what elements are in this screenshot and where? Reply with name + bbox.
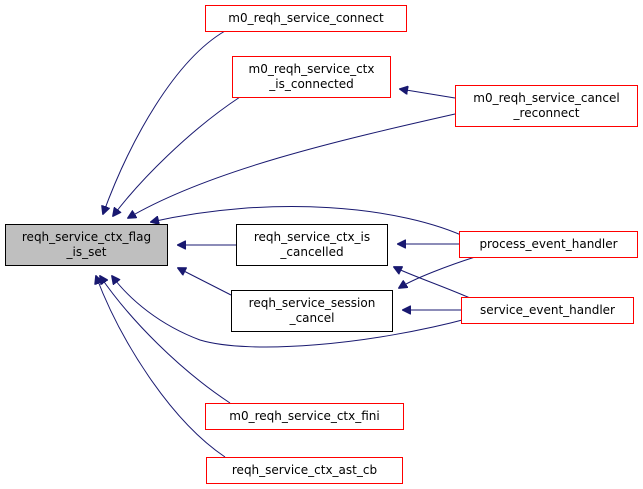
edge-service_event_handler-to-focus bbox=[112, 276, 471, 348]
edge-cancel_reconnect-to-ctx_is_connected bbox=[400, 89, 456, 99]
edge-ctx_ast_cb-to-focus bbox=[96, 276, 226, 458]
node-label: _cancel bbox=[289, 311, 335, 325]
edge-cancel_reconnect-to-focus bbox=[128, 113, 456, 218]
node-connect[interactable]: m0_reqh_service_connect bbox=[205, 5, 407, 32]
node-label: reqh_service_ctx_ast_cb bbox=[232, 463, 377, 477]
node-label: m0_reqh_service_ctx_fini bbox=[229, 409, 380, 423]
node-cancel-reconnect[interactable]: m0_reqh_service_cancel_reconnect bbox=[455, 85, 638, 127]
node-label: _is_set bbox=[66, 245, 107, 259]
node-focus: reqh_service_ctx_flag_is_set bbox=[5, 224, 168, 266]
node-box bbox=[461, 297, 634, 324]
node-ctx-ast-cb[interactable]: reqh_service_ctx_ast_cb bbox=[206, 457, 403, 484]
node-box bbox=[5, 224, 168, 266]
edge-connect-to-focus bbox=[103, 30, 226, 214]
node-label: _is_connected bbox=[268, 77, 353, 91]
edge-process_event_handler-to-session_cancel bbox=[399, 256, 476, 288]
node-session-cancel[interactable]: reqh_service_session_cancel bbox=[231, 290, 393, 332]
edge-process_event_handler-to-focus bbox=[151, 206, 471, 240]
edge-ctx_is_connected-to-focus bbox=[113, 96, 241, 216]
node-label: _reconnect bbox=[513, 106, 580, 120]
node-box bbox=[205, 5, 407, 32]
node-label: process_event_handler bbox=[479, 237, 617, 251]
node-ctx-fini[interactable]: m0_reqh_service_ctx_fini bbox=[205, 403, 404, 430]
node-label: reqh_service_ctx_flag bbox=[22, 230, 151, 244]
node-box bbox=[459, 231, 638, 258]
node-box bbox=[206, 457, 403, 484]
node-label: service_event_handler bbox=[480, 303, 615, 317]
node-box bbox=[231, 290, 393, 332]
edge-service_event_handler-to-ctx_is_cancelled bbox=[394, 267, 471, 299]
node-box bbox=[232, 56, 391, 98]
edge-ctx_fini-to-focus bbox=[100, 276, 231, 404]
node-box bbox=[205, 403, 404, 430]
edge-session_cancel-to-focus bbox=[178, 268, 232, 296]
node-label: m0_reqh_service_cancel bbox=[473, 91, 619, 105]
node-label: reqh_service_ctx_is bbox=[254, 230, 370, 244]
node-ctx-is-connected[interactable]: m0_reqh_service_ctx_is_connected bbox=[232, 56, 391, 98]
node-process-event-handler[interactable]: process_event_handler bbox=[459, 231, 638, 258]
node-box bbox=[455, 85, 638, 127]
node-label: _cancelled bbox=[279, 245, 343, 259]
node-ctx-is-cancelled[interactable]: reqh_service_ctx_is_cancelled bbox=[236, 224, 388, 266]
node-box bbox=[236, 224, 388, 266]
node-label: reqh_service_session bbox=[249, 296, 376, 310]
node-service-event-handler[interactable]: service_event_handler bbox=[461, 297, 634, 324]
node-label: m0_reqh_service_ctx bbox=[249, 62, 375, 76]
node-label: m0_reqh_service_connect bbox=[228, 11, 384, 25]
